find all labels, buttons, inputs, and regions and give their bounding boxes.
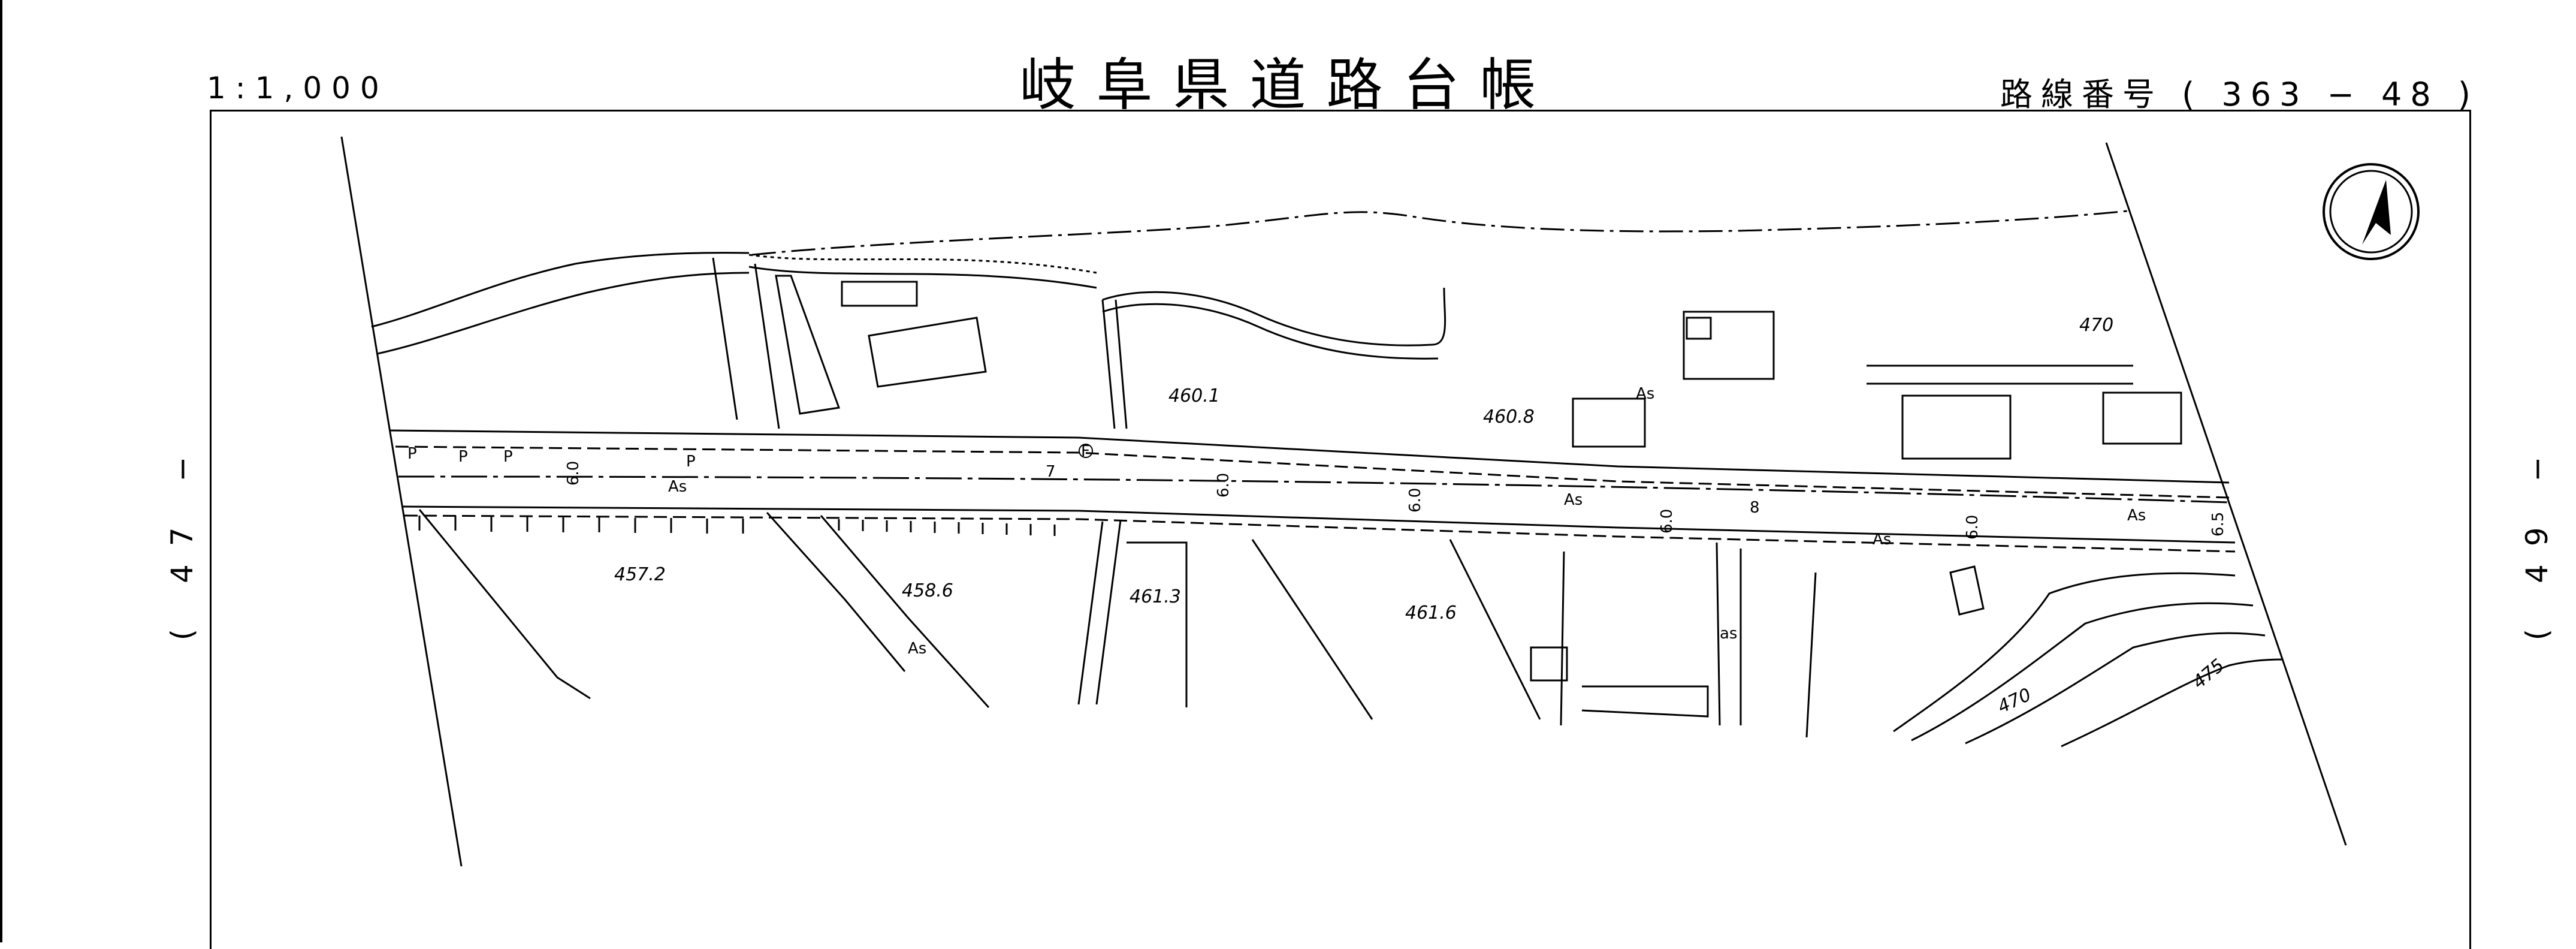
- upper-boundary-line: [751, 210, 2128, 256]
- parking-label: P: [503, 448, 513, 466]
- parking-label: P: [686, 453, 696, 471]
- contour-label: 470: [2079, 315, 2113, 336]
- sheet-title: 岐阜県道路台帳: [1019, 53, 1557, 118]
- north-arrow-icon: [2323, 163, 2420, 260]
- contour-label: 470: [1995, 684, 2035, 718]
- surface-label: As: [668, 478, 687, 496]
- scale-label: 1:1,000: [207, 71, 389, 106]
- surface-label: As: [1873, 531, 1891, 549]
- surface-label: As: [1564, 491, 1583, 509]
- road-width-label: 6.0: [564, 461, 582, 486]
- main-road: [389, 429, 2236, 553]
- station-label: 7: [1046, 463, 1056, 481]
- elevation-label: 457.2: [614, 564, 666, 585]
- retaining-walls: [712, 257, 2133, 429]
- elevation-label: 460.8: [1483, 406, 1535, 427]
- map-frame: [210, 110, 2471, 949]
- road-width-label: 6.5: [2209, 512, 2227, 537]
- slope-hatch-south: [418, 516, 1056, 536]
- elevation-label: 461.3: [1130, 586, 1181, 607]
- station-label: 8: [1750, 499, 1760, 517]
- lower-side-features: [418, 509, 2284, 748]
- surface-label: as: [1720, 625, 1737, 643]
- road-width-label: 6.0: [1215, 473, 1233, 498]
- parking-label: P: [458, 448, 468, 466]
- hydrant-label: F: [1081, 442, 1090, 460]
- upper-embankment: [371, 252, 1097, 355]
- sheet-boundary-right: [2105, 142, 2347, 846]
- surface-label: As: [908, 640, 926, 658]
- buildings: [775, 275, 2182, 718]
- sheet-boundary-left: [340, 136, 463, 867]
- road-width-label: 6.0: [1406, 488, 1424, 513]
- surface-label: As: [2127, 507, 2146, 525]
- map-labels: 460.1 460.8 457.2 458.6 461.3 461.6 470 …: [407, 315, 2228, 718]
- road-width-label: 6.0: [1964, 515, 1982, 540]
- elevation-label: 461.6: [1405, 602, 1457, 623]
- elevation-label: 458.6: [902, 580, 953, 601]
- surface-label: As: [1636, 385, 1654, 403]
- route-number: 路線番号 ( 363 − 48 ): [2000, 76, 2479, 113]
- sheet-edge-line: [0, 0, 2, 942]
- road-width-label: 6.0: [1658, 509, 1676, 534]
- elevation-label: 460.1: [1168, 385, 1220, 406]
- parking-label: P: [407, 445, 417, 463]
- contour-label: 475: [2189, 655, 2228, 694]
